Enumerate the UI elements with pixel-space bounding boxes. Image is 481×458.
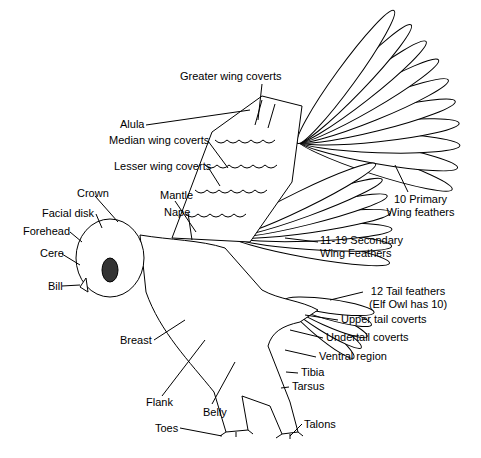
part-label: Tibia — [301, 366, 324, 379]
part-label: Talons — [304, 418, 336, 431]
part-label: Forehead — [23, 225, 70, 238]
part-label: Greater wing coverts — [180, 70, 281, 83]
part-label: Alula — [120, 118, 144, 131]
part-label: Nape — [164, 206, 190, 219]
owl-toes — [220, 430, 303, 439]
primary-feathers — [290, 5, 461, 199]
part-label: Undertail coverts — [326, 331, 409, 344]
owl-head — [76, 219, 144, 297]
part-label: Upper tail coverts — [341, 313, 427, 326]
part-label: Ventral region — [319, 350, 387, 363]
leader-lines — [62, 84, 408, 436]
owl-eye — [102, 258, 118, 282]
part-label: Belly — [203, 406, 227, 419]
part-label: Breast — [120, 334, 152, 347]
part-label: Crown — [77, 187, 109, 200]
part-label: Bill — [48, 280, 63, 293]
part-label: 12 Tail feathers (Elf Owl has 10) — [362, 285, 454, 311]
part-label: Median wing coverts — [109, 134, 209, 147]
owl-bill — [80, 278, 88, 292]
part-label: Mantle — [160, 189, 193, 202]
part-label: Toes — [155, 422, 178, 435]
owl-body — [140, 235, 318, 434]
part-label: 11-19 Secondary Wing Feathers — [320, 234, 412, 260]
part-label: Tarsus — [292, 380, 324, 393]
part-label: Facial disk — [42, 207, 94, 220]
part-label: Lesser wing coverts — [114, 160, 211, 173]
part-label: Cere — [40, 247, 64, 260]
part-label: Flank — [146, 396, 173, 409]
part-label: 10 Primary Wing feathers — [383, 193, 458, 219]
